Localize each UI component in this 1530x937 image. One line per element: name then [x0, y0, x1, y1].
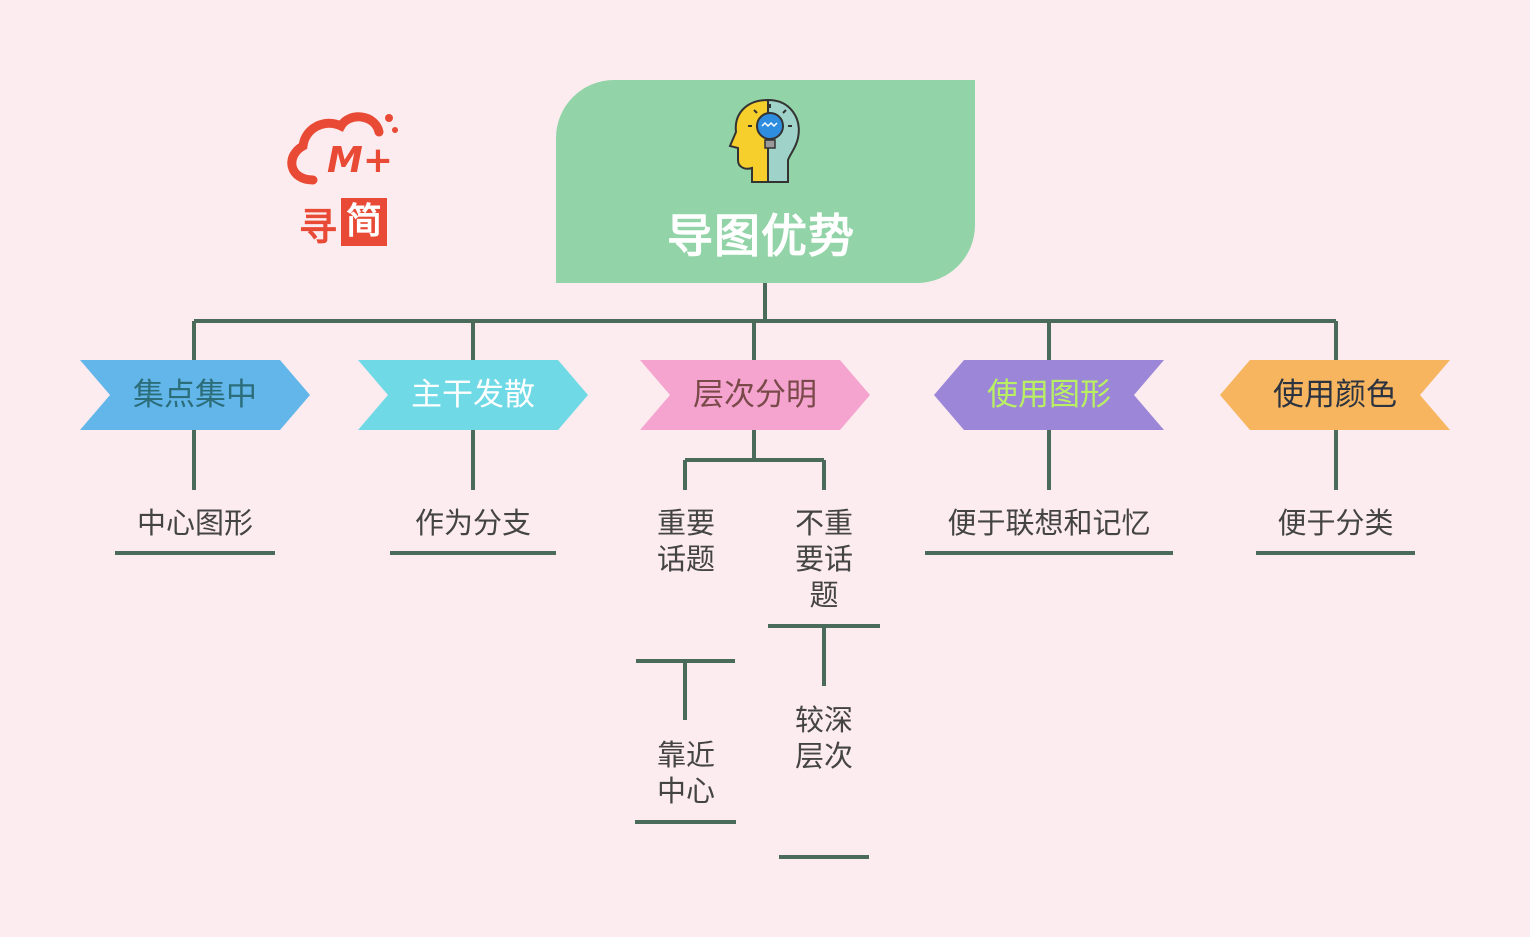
branch-label-5[interactable]: 使用颜色 [1273, 377, 1397, 413]
leaf-classification[interactable]: 便于分类 [1277, 506, 1394, 540]
subleaf-near-center[interactable]: 靠近中心 [656, 738, 715, 808]
branch-shape-5 [1220, 360, 1450, 430]
branch-shape-1 [80, 360, 310, 430]
logo-text-box: 简 [341, 198, 387, 246]
branch-label-1[interactable]: 集点集中 [133, 377, 257, 413]
leaf-center-graphic[interactable]: 中心图形 [136, 506, 253, 540]
logo-text-left: 寻 [299, 205, 338, 249]
branch-label-3[interactable]: 层次分明 [693, 377, 817, 413]
leaf-important-topic[interactable]: 重要话题 [656, 506, 715, 576]
subleaf-deeper-level[interactable]: 较深层次 [794, 703, 853, 773]
leaf-as-branch[interactable]: 作为分支 [414, 506, 531, 540]
head-lightbulb-icon [728, 98, 800, 183]
leaf-minor-topic[interactable]: 不重要话题 [794, 506, 853, 612]
leaf-association-memory[interactable]: 便于联想和记忆 [947, 506, 1151, 540]
branch-label-2[interactable]: 主干发散 [411, 377, 535, 413]
branch-shape-3 [640, 360, 870, 430]
branch-shape-2 [358, 360, 588, 430]
root-title: 导图优势 [667, 209, 855, 263]
branch-label-4[interactable]: 使用图形 [987, 377, 1111, 413]
logo-badge: M+ [327, 140, 393, 181]
branch-shape-4 [934, 360, 1164, 430]
brand-logo: M+ [287, 112, 398, 185]
